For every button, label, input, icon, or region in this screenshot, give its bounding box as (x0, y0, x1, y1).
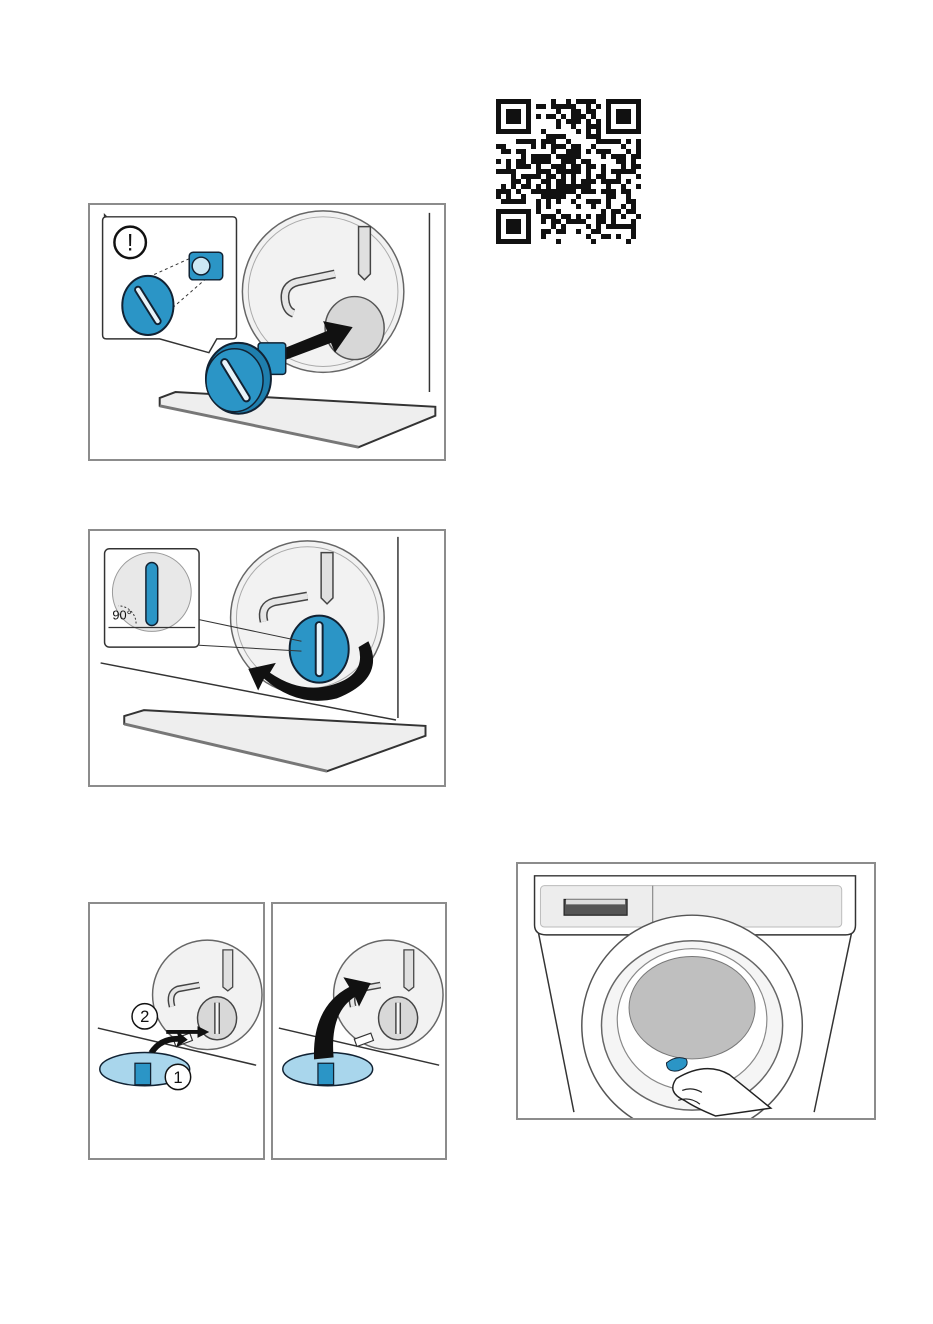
cap-steps-illustration: 2 1 (90, 904, 263, 1158)
warning-symbol: ! (127, 230, 134, 256)
filter-icon (290, 616, 349, 683)
drum-icon (629, 957, 755, 1059)
cap-lifted-illustration (273, 904, 445, 1158)
figure-washing-machine (516, 862, 876, 1120)
step-number-1: 1 (173, 1068, 182, 1087)
filter-insert-illustration: ! (90, 205, 444, 459)
step-number-2: 2 (140, 1007, 149, 1026)
qr-code-icon[interactable] (496, 99, 641, 244)
figure-cap-lifted (271, 902, 447, 1160)
figure-filter-insert: ! (88, 203, 446, 461)
handle-icon (146, 563, 158, 626)
figure-filter-rotate: 90° (88, 529, 446, 787)
figure-cap-steps: 2 1 (88, 902, 265, 1160)
washing-machine-illustration (518, 864, 874, 1118)
filter-rotate-illustration: 90° (90, 531, 444, 785)
rotation-angle-label: 90° (112, 608, 131, 623)
